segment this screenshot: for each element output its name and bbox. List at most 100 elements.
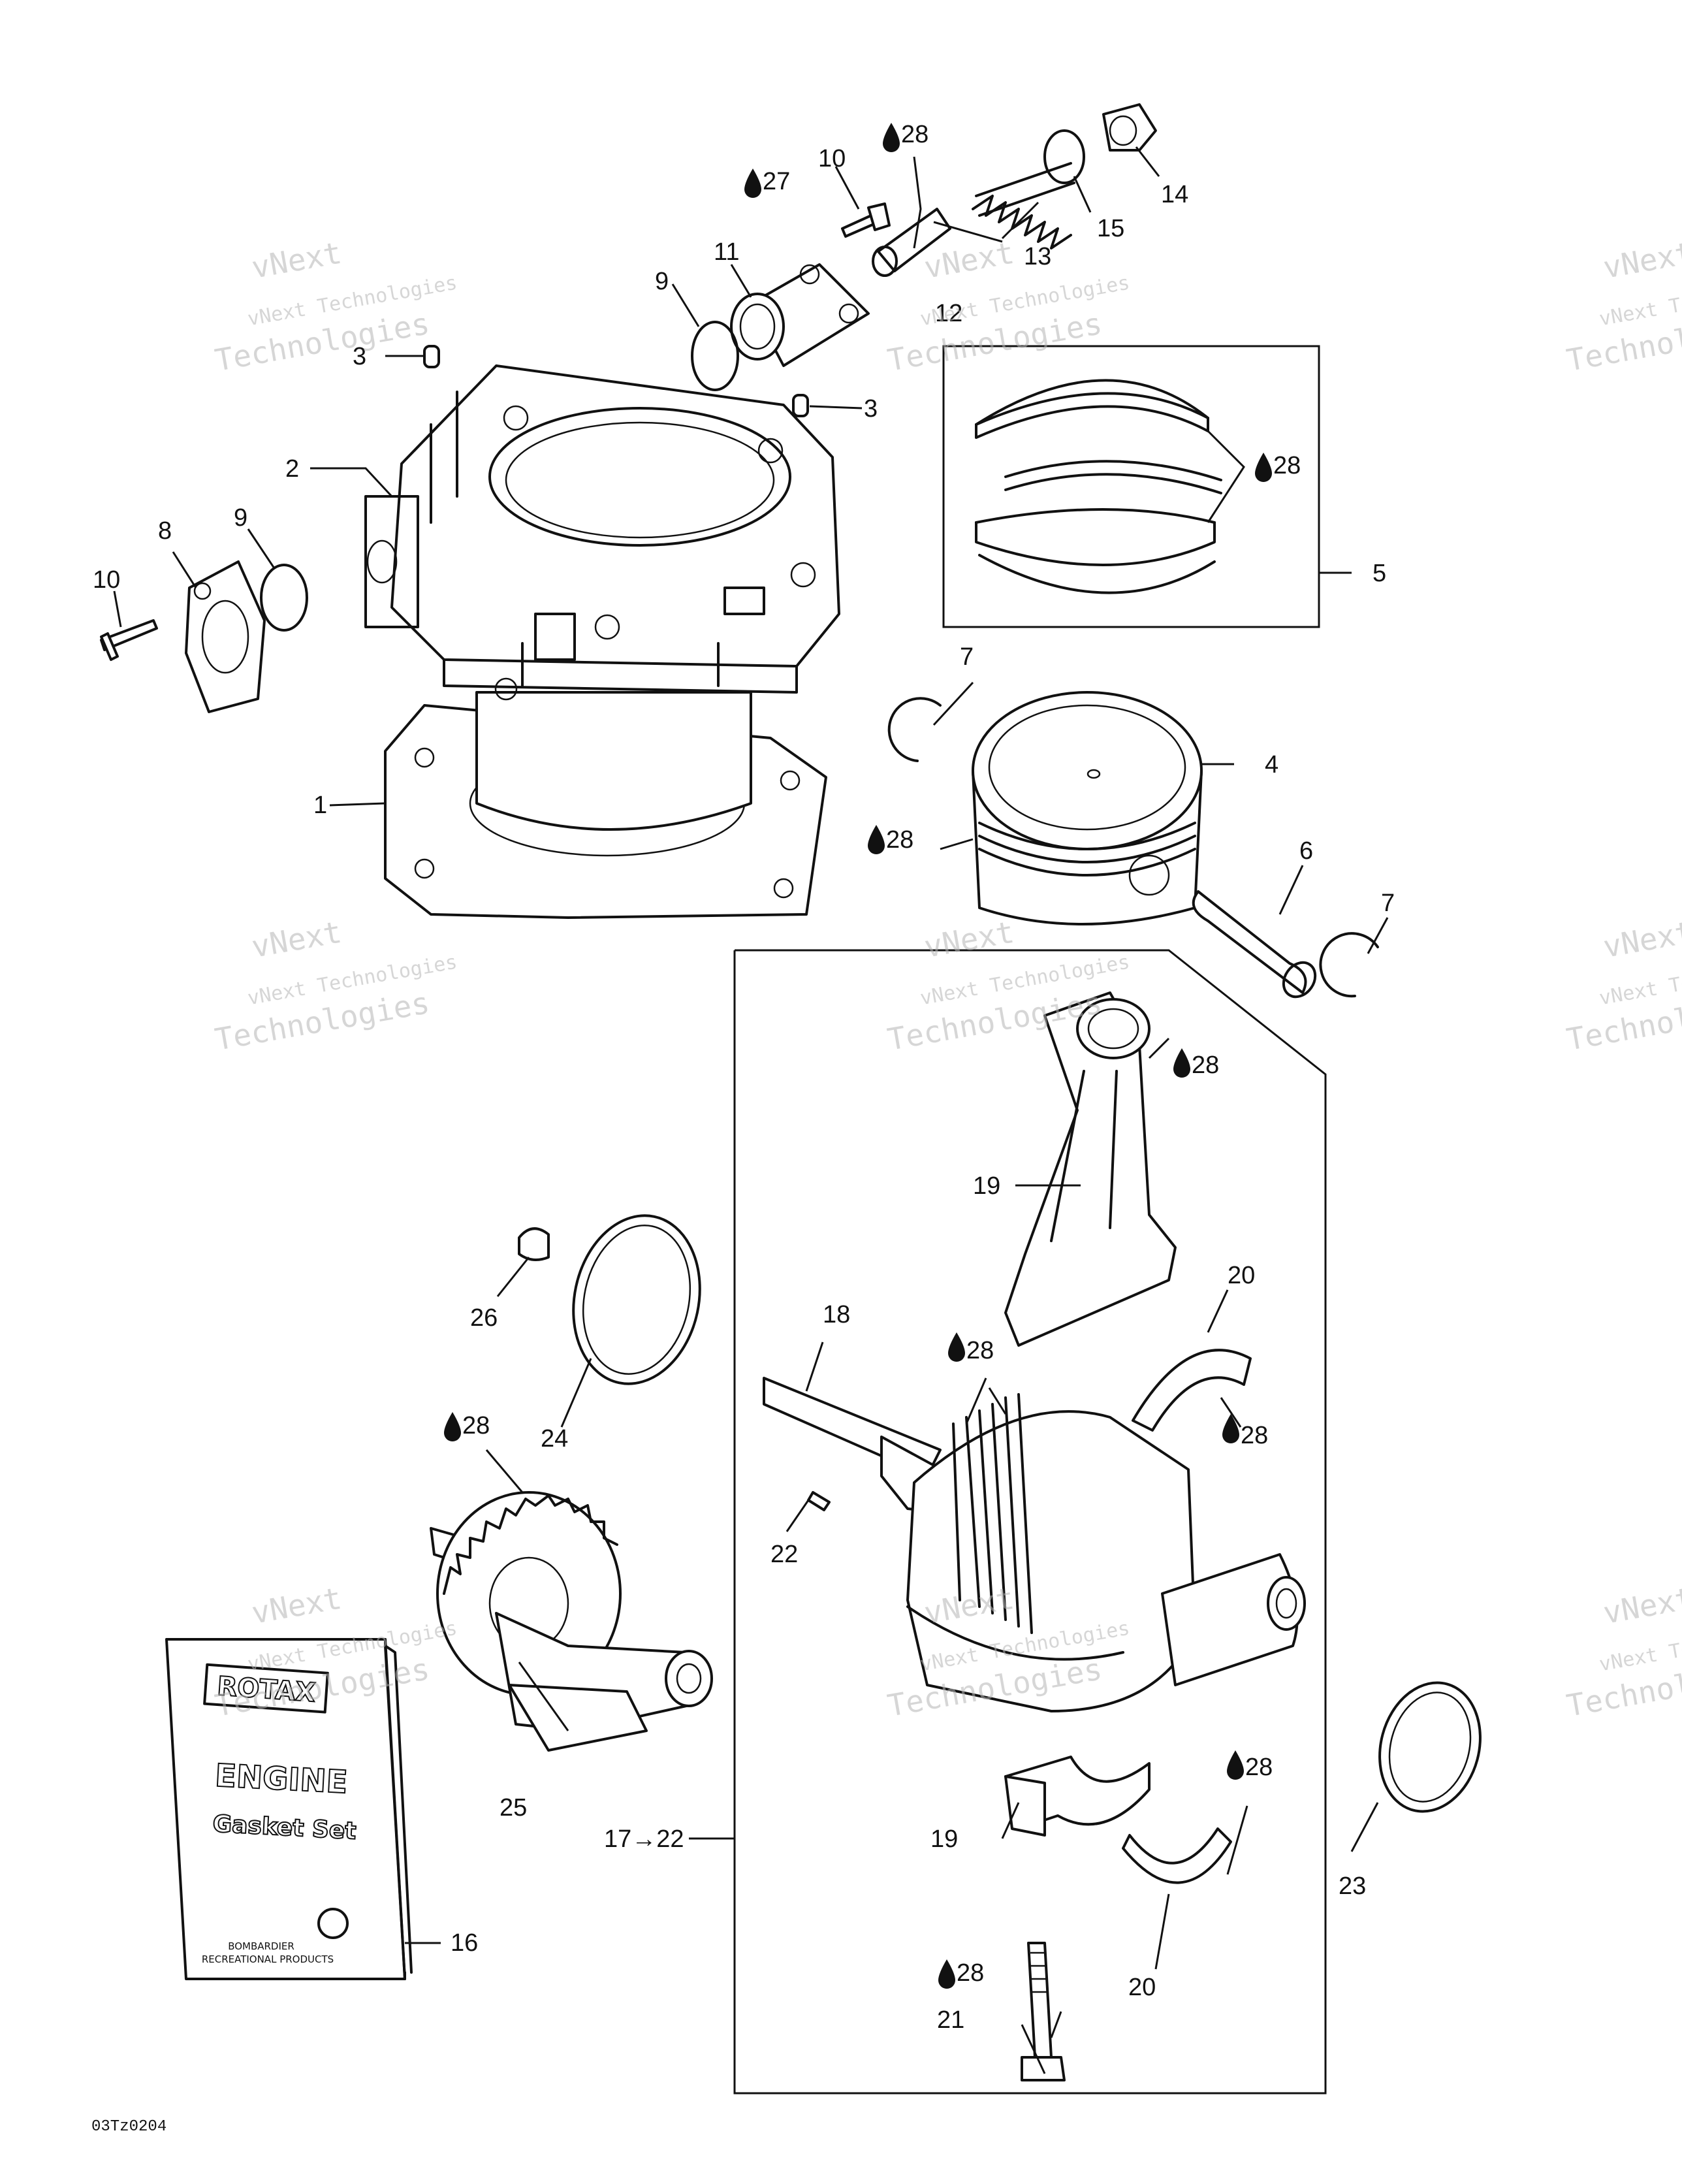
watermark: vNext vNext Technologies Technologies [1564, 235, 1682, 378]
lube-28-bearing-lower-label: 28 [1245, 1754, 1273, 1781]
watermark: vNext vNext Technologies Technologies [1564, 914, 1682, 1057]
leader-lines [113, 146, 1389, 2074]
piston-ring-box [942, 345, 1320, 628]
exhaust-flange [185, 560, 266, 713]
callout-22: 22 [770, 1541, 798, 1568]
callout-13: 13 [1024, 243, 1051, 270]
plug [518, 1227, 550, 1261]
watermark-line1: vNext [1600, 1581, 1682, 1631]
callout-1: 1 [313, 792, 327, 819]
circlip-lower [1319, 932, 1379, 998]
oil-drop-icon [948, 1332, 965, 1362]
callout-4: 4 [1265, 751, 1278, 779]
callout-6: 6 [1299, 837, 1313, 865]
woodruff-key [807, 1491, 831, 1511]
callout-20-lower: 20 [1128, 1974, 1156, 2001]
oil-drop-icon [883, 123, 900, 152]
balancer-shaft [430, 1491, 713, 1752]
callout-11: 11 [714, 238, 739, 266]
lube-28-rings: 28 [1255, 452, 1301, 482]
callout-8: 8 [158, 517, 172, 545]
connecting-rod-bolt [1021, 1942, 1066, 2081]
dowel-pin-right [792, 394, 809, 417]
tensioner-plug [1102, 103, 1157, 152]
intake-adapter [730, 263, 870, 367]
connecting-rod [1004, 991, 1177, 1347]
book-maker-line1: BOMBARDIER [228, 1940, 294, 1952]
crankshaft-assembly-box [733, 949, 1327, 2095]
lube-28-valve: 28 [883, 121, 928, 152]
watermark-line1: vNext [1600, 914, 1682, 965]
bearing-shell-upper [1132, 1349, 1252, 1432]
callout-3-right: 3 [864, 395, 878, 423]
piston [972, 691, 1203, 925]
lube-28-bearing-upper-label: 28 [1241, 1422, 1268, 1449]
lube-28-valve-label: 28 [901, 121, 928, 148]
callout-19-upper: 19 [973, 1172, 1000, 1200]
callout-9-left: 9 [234, 504, 247, 532]
lube-28-crank-label: 28 [966, 1337, 994, 1364]
lube-28-bolt-label: 28 [957, 1959, 984, 1987]
piston-rings [975, 379, 1222, 594]
watermark-line1: vNext [249, 1581, 344, 1631]
callout-12: 12 [935, 300, 962, 327]
watermark-line1: vNext [1600, 235, 1682, 285]
oil-drop-icon [868, 825, 885, 854]
cylinder [364, 364, 840, 831]
balancer-gasket-ring [572, 1214, 701, 1385]
tensioner-spring [972, 162, 1075, 249]
lube-28-rings-label: 28 [1273, 452, 1301, 479]
callout-2: 2 [285, 455, 299, 483]
circlip-upper [887, 697, 942, 762]
lube-28-balancer-label: 28 [462, 1412, 490, 1439]
lube-27-label: 27 [763, 168, 790, 195]
book-maker-line2: RECREATIONAL PRODUCTS [202, 1953, 334, 1965]
oil-drop-icon [444, 1412, 461, 1441]
gasket-set-book: ROTAX ENGINE Gasket Set BOMBARDIER RECRE… [165, 1638, 413, 1980]
lube-27: 27 [744, 168, 790, 198]
watermark: vNext vNext Technologies Technologies [212, 914, 459, 1057]
lube-28-bearing-upper: 28 [1222, 1414, 1268, 1449]
callout-5: 5 [1373, 560, 1386, 587]
lube-28-piston: 28 [868, 825, 913, 854]
watermark-line1: vNext [249, 235, 344, 285]
oil-drop-icon [1227, 1750, 1244, 1780]
oil-drop-icon [938, 1959, 955, 1989]
callout-14: 14 [1161, 181, 1188, 208]
o-ring-upper [691, 321, 739, 391]
bearing-shell-lower [1122, 1827, 1232, 1884]
lube-28-crank: 28 [948, 1332, 994, 1364]
callout-21: 21 [937, 2006, 964, 2034]
oil-drop-icon [1255, 453, 1272, 482]
o-ring-left [260, 564, 308, 632]
oil-drop-icon [1173, 1048, 1190, 1078]
oil-drop-icon [1222, 1414, 1239, 1443]
callout-16: 16 [451, 1929, 478, 1957]
book-title-line1: ENGINE [214, 1758, 349, 1801]
dowel-pin-left [423, 345, 440, 368]
callout-19-lower: 19 [930, 1825, 958, 1853]
piston-pin [1192, 890, 1317, 999]
lube-28-piston-label: 28 [886, 826, 913, 854]
callout-26: 26 [470, 1304, 498, 1332]
thrust-washer [1378, 1681, 1482, 1813]
callout-10-left: 10 [93, 566, 120, 594]
crankshaft [763, 1377, 1306, 1712]
watermark-line1: vNext [921, 235, 1017, 285]
callout-17-to-22: 17→22 [604, 1825, 684, 1853]
bolt-upper [841, 202, 891, 238]
callout-3-left: 3 [353, 343, 366, 370]
callout-7-upper: 7 [960, 643, 974, 671]
callout-23: 23 [1339, 1872, 1366, 1900]
callout-25: 25 [500, 1794, 527, 1822]
callout-20-upper: 20 [1228, 1262, 1255, 1289]
lube-28-rod: 28 [1173, 1048, 1219, 1079]
callout-7-lower: 7 [1381, 890, 1395, 917]
watermark-line1: vNext [249, 914, 344, 965]
callout-9-upper: 9 [655, 268, 669, 295]
watermark-line1: vNext [921, 914, 1017, 965]
callout-10-upper: 10 [818, 145, 846, 172]
callout-24: 24 [541, 1425, 568, 1453]
